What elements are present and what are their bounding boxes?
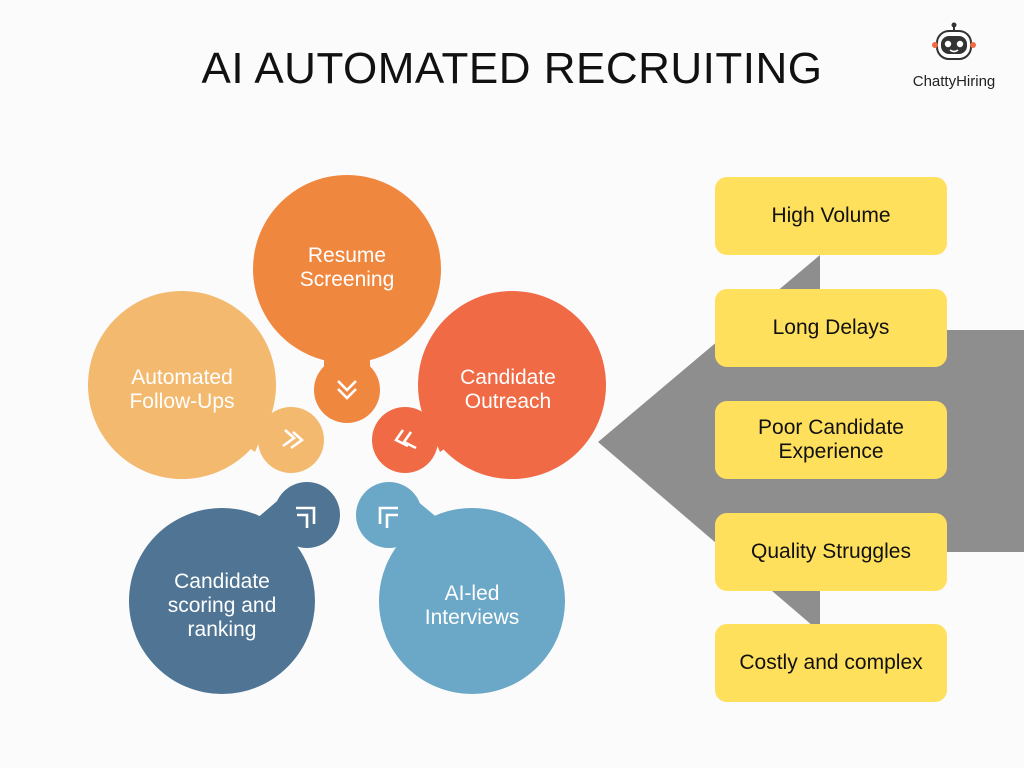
brand-name: ChattyHiring xyxy=(912,73,996,90)
challenge-poor-candidate-experience: Poor Candidate Experience xyxy=(715,401,947,479)
cycle-label-candidate-scoring: Candidate scoring and ranking xyxy=(167,570,277,641)
corner-arrow-up-right-icon xyxy=(296,506,316,528)
cycle-node-candidate-outreach xyxy=(372,291,606,479)
challenge-high-volume: High Volume xyxy=(715,177,947,255)
chevron-right-double-icon xyxy=(282,429,305,450)
chevron-down-double-icon xyxy=(337,380,357,400)
challenge-long-delays: Long Delays xyxy=(715,289,947,367)
corner-arrow-up-left-icon xyxy=(378,506,398,528)
challenge-quality-struggles: Quality Struggles xyxy=(715,513,947,591)
chevron-left-double-icon xyxy=(394,429,417,450)
brand-logo: ChattyHiring xyxy=(902,22,1006,90)
page-title: AI AUTOMATED RECRUITING xyxy=(201,44,823,93)
cycle-label-ai-led-interviews: AI-led Interviews xyxy=(424,582,520,629)
cycle-node-candidate-scoring xyxy=(129,482,340,694)
cycle-label-resume-screening: Resume Screening xyxy=(299,244,395,291)
cycle-node-automated-follow-ups xyxy=(88,291,324,479)
challenge-costly-and-complex: Costly and complex xyxy=(715,624,947,702)
cycle-label-candidate-outreach: Candidate Outreach xyxy=(460,366,556,413)
cycle-node-resume-screening xyxy=(253,175,441,423)
cycle-node-ai-led-interviews xyxy=(356,482,565,694)
robot-icon xyxy=(932,22,976,60)
cycle-label-automated-follow-ups: Automated Follow-Ups xyxy=(129,366,235,413)
